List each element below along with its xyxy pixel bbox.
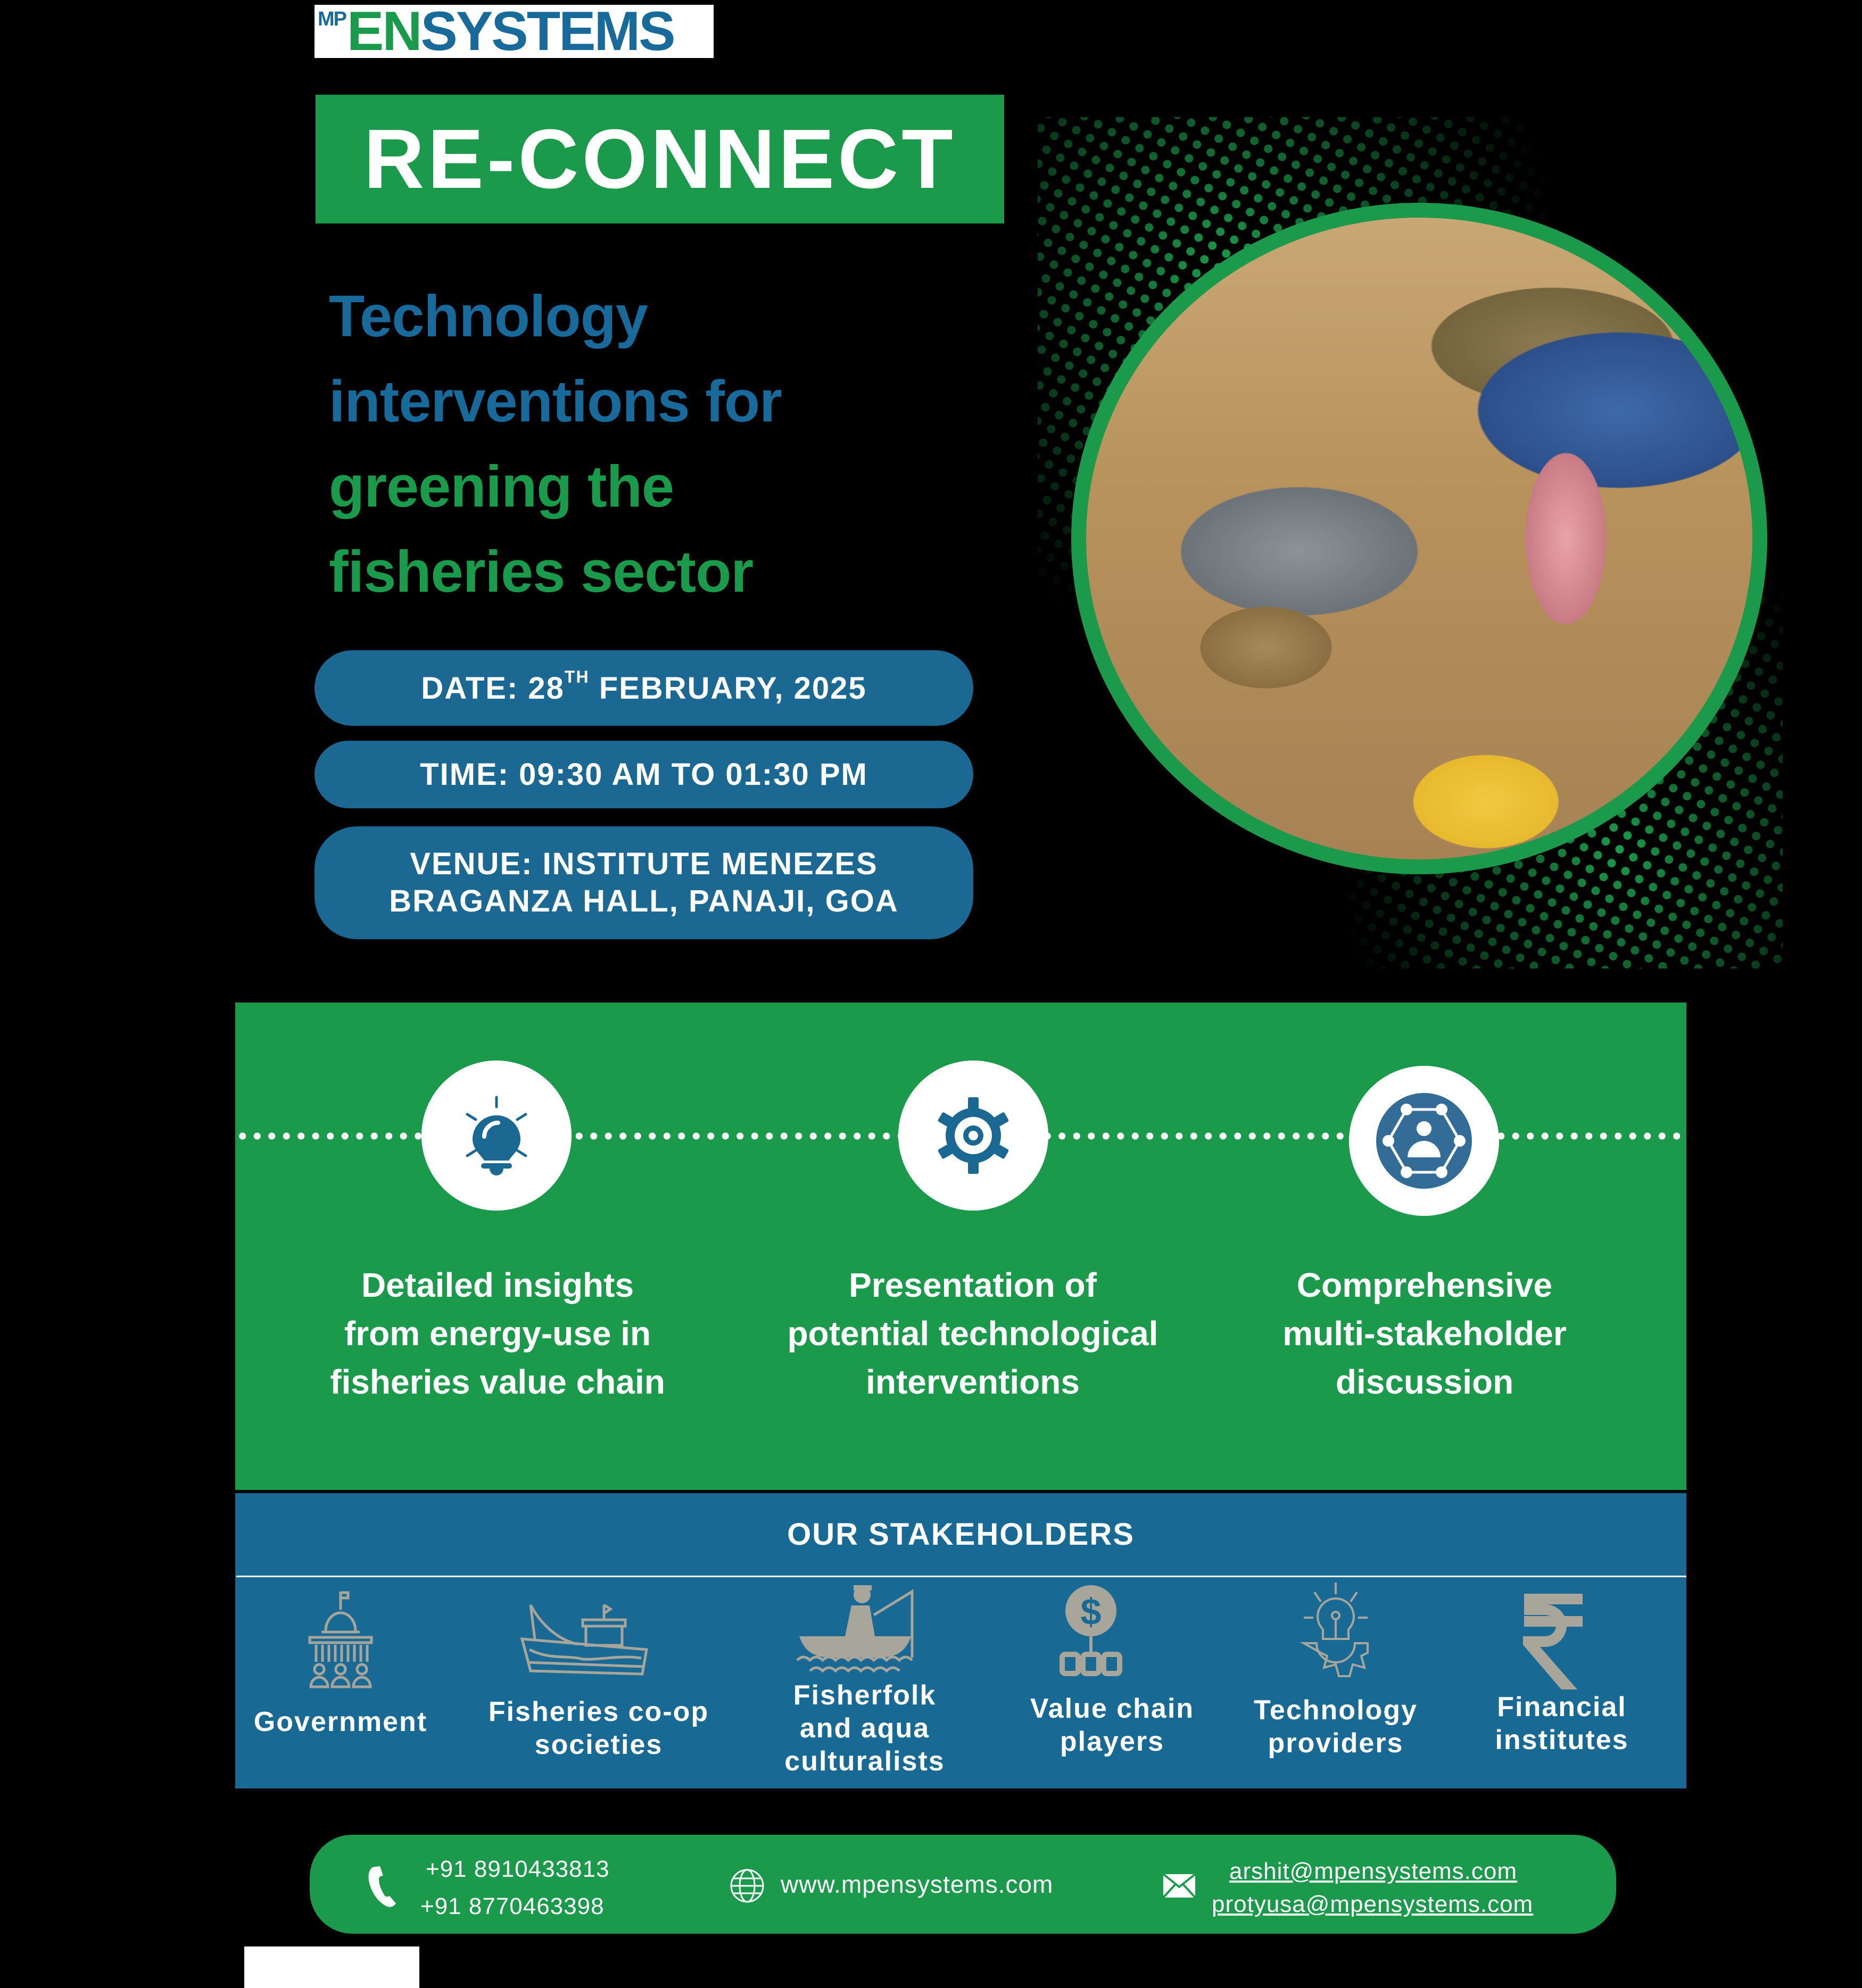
stakeholders-panel (235, 1493, 1686, 1788)
stakeholders-heading: OUR STAKEHOLDERS (787, 1517, 1135, 1552)
stakeholder-fisherfolk: Fisherfolk and aqua culturalists (756, 1679, 974, 1778)
logo-en: EN (347, 1, 422, 62)
gear-icon (938, 1097, 1009, 1174)
venue-line-1: VENUE: INSTITUTE MENEZES (410, 847, 878, 881)
stakeholder-value-chain: Value chain players (1000, 1692, 1224, 1758)
stakeholder-label: and aqua (799, 1713, 930, 1744)
subtitle-line-1: Technology (329, 284, 648, 349)
government-building-icon (308, 1591, 373, 1688)
venue-line-2: BRAGANZA HALL, PANAJI, GOA (389, 884, 899, 918)
website-link[interactable]: www.mpensystems.com (781, 1870, 1054, 1898)
stakeholder-government: Government (245, 1705, 436, 1738)
phone-icon (368, 1866, 396, 1907)
stakeholder-financial-institutes: Financial institutes (1458, 1691, 1666, 1757)
feature-3-line-2: multi-stakeholder (1282, 1314, 1567, 1353)
contact-bar (310, 1835, 1616, 1934)
feature-text-1: Detailed insights from energy-use in fis… (269, 1261, 726, 1406)
stakeholder-label: societies (534, 1729, 663, 1760)
fisherman-icon (796, 1585, 914, 1673)
email-link-1[interactable]: arshit@mpensystems.com (1229, 1858, 1518, 1884)
globe-icon (730, 1869, 764, 1903)
fishing-boat-icon (520, 1603, 648, 1676)
event-subtitle: Technology interventions for greening th… (329, 274, 967, 615)
phone-number-1[interactable]: +91 8910433813 (426, 1856, 610, 1882)
stakeholder-network-icon (1376, 1093, 1472, 1189)
stakeholder-label: Fisherfolk (793, 1680, 937, 1711)
svg-text:$: $ (1081, 1591, 1102, 1633)
feature-1-line-3: fisheries value chain (330, 1363, 665, 1401)
date-prefix: DATE: 28 (421, 670, 565, 706)
fisherwoman-photo (1071, 203, 1767, 874)
feature-2-line-1: Presentation of (849, 1266, 1097, 1304)
email-link-2[interactable]: protyusa@mpensystems.com (1212, 1891, 1534, 1917)
feature-2-line-2: potential technological (787, 1314, 1158, 1353)
lightbulb-icon (466, 1096, 527, 1175)
stakeholder-label: Fisheries co-op (488, 1696, 709, 1727)
mpensystems-logo: MP EN SYSTEMS (315, 1, 714, 62)
time-pill: TIME: 09:30 AM TO 01:30 PM (315, 741, 973, 808)
white-corner-block (244, 1946, 419, 1988)
stakeholder-label: culturalists (784, 1746, 945, 1777)
stakeholder-fisheries-coop: Fisheries co-op societies (468, 1695, 729, 1761)
event-title: RE-CONNECT (363, 112, 956, 206)
venue-pill: VENUE: INSTITUTE MENEZES BRAGANZA HALL, … (315, 826, 973, 939)
dollar-chain-icon: $ (1060, 1585, 1122, 1676)
date-ordinal: TH (564, 667, 590, 686)
feature-2-line-3: interventions (866, 1363, 1080, 1401)
stakeholder-label: Value chain (1030, 1693, 1195, 1724)
feature-3-line-1: Comprehensive (1296, 1266, 1553, 1304)
stakeholders-divider (236, 1576, 1686, 1577)
stakeholder-label: Financial (1497, 1692, 1627, 1722)
feature-text-3: Comprehensive multi-stakeholder discussi… (1196, 1261, 1653, 1406)
feature-1-line-1: Detailed insights (361, 1266, 634, 1304)
feature-text-2: Presentation of potential technological … (744, 1261, 1202, 1406)
feature-icon-circle-2 (898, 1061, 1048, 1211)
event-title-banner: RE-CONNECT (316, 95, 1004, 223)
email-icon (1162, 1873, 1196, 1899)
subtitle-line-3: greening the (329, 454, 674, 519)
stakeholder-label: institutes (1495, 1725, 1629, 1755)
stakeholder-label: players (1060, 1726, 1165, 1757)
time-text: TIME: 09:30 AM TO 01:30 PM (420, 757, 868, 792)
feature-icon-circle-1 (421, 1061, 572, 1211)
feature-1-line-2: from energy-use in (344, 1314, 651, 1353)
rupee-icon (1523, 1594, 1583, 1689)
date-pill: DATE: 28TH FEBRUARY, 2025 (315, 650, 973, 726)
date-suffix: FEBRUARY, 2025 (589, 670, 867, 706)
lightbulb-gear-icon (1300, 1583, 1369, 1677)
phone-number-2[interactable]: +91 8770463398 (420, 1893, 605, 1919)
logo-mp: MP (318, 8, 347, 30)
stakeholder-label: providers (1268, 1728, 1404, 1759)
subtitle-line-2: interventions for (329, 369, 782, 434)
feature-icon-circle-3 (1349, 1066, 1499, 1216)
stakeholder-label: Government (253, 1707, 428, 1737)
subtitle-line-4: fisheries sector (329, 539, 754, 604)
stakeholder-label: Technology (1254, 1695, 1418, 1726)
logo-systems: SYSTEMS (420, 1, 675, 62)
feature-3-line-3: discussion (1335, 1363, 1514, 1401)
stakeholder-technology-providers: Technology providers (1229, 1694, 1442, 1760)
